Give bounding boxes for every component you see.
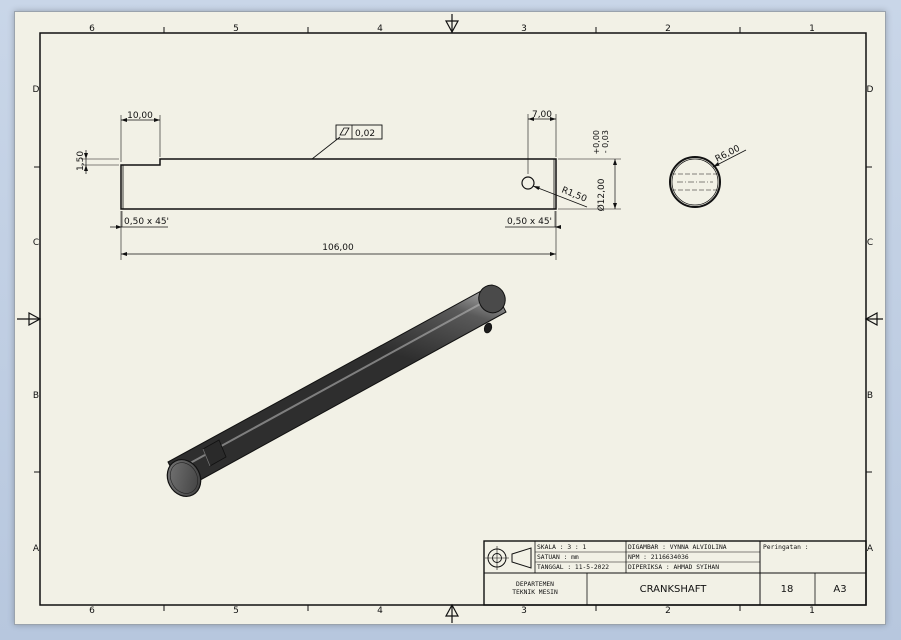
zone-col-2-bottom: 2 [665, 606, 671, 616]
projection-symbol-icon [485, 546, 532, 570]
title-scale: SKALA : 3 : 1 [537, 544, 586, 551]
title-date: TANGGAL : 11-5-2022 [537, 564, 609, 571]
dim-tol-lower: - 0,03 [601, 130, 610, 153]
side-view [81, 114, 621, 260]
title-block [483, 540, 867, 606]
zone-row-b-left: B [33, 391, 39, 401]
zone-col-1-bottom: 1 [809, 606, 815, 616]
zone-row-a-right: A [867, 544, 874, 554]
title-department-2: TEKNIK MESIN [512, 589, 558, 596]
dim-diameter: Ø12,00 [596, 178, 607, 211]
isometric-shaft [166, 284, 507, 497]
zone-col-2-top: 2 [665, 24, 671, 34]
zone-row-a-left: A [33, 544, 40, 554]
zone-row-c-left: C [33, 238, 39, 248]
zone-col-6-bottom: 6 [89, 606, 95, 616]
dim-chamfer-left: 0,50 x 45' [124, 217, 169, 227]
dim-chamfer-right: 0,50 x 45' [507, 217, 552, 227]
dim-hole-offset: 7,00 [532, 110, 552, 120]
zone-col-5-top: 5 [233, 24, 239, 34]
zone-row-c-right: C [867, 238, 873, 248]
flatness-icon [339, 127, 350, 136]
zone-col-6-top: 6 [89, 24, 95, 34]
dim-section-radius: R6,00 [714, 144, 742, 165]
zone-col-4-top: 4 [377, 24, 383, 34]
technical-drawing: 6 5 4 3 2 1 6 5 4 3 2 1 D C B A D C B A [17, 14, 883, 623]
dimension-arrows [84, 117, 617, 256]
shaft-outline [120, 158, 557, 210]
centering-marks [17, 14, 883, 623]
end-section-view [669, 149, 747, 208]
hole-circle [521, 176, 535, 190]
zone-col-1-top: 1 [809, 24, 815, 34]
title-part-name: CRANKSHAFT [640, 584, 708, 595]
title-notes-label: Peringatan : [763, 544, 809, 551]
title-checked-by: DIPERIKSA : AHMAD SYIHAN [628, 564, 719, 571]
dim-step-length: 10,00 [127, 111, 153, 121]
zone-col-3-bottom: 3 [521, 606, 527, 616]
title-department-1: DEPARTEMEN [516, 581, 554, 588]
dim-tol-upper: +0,00 [592, 130, 601, 155]
title-drawn-by: DIGAMBAR : VYNNA ALVIOLINA [628, 544, 727, 551]
title-student-id: NPM : 2116634036 [628, 554, 689, 561]
section-radius-arrow [713, 162, 720, 167]
dim-total-length: 106,00 [322, 243, 354, 253]
zone-row-d-right: D [867, 85, 874, 95]
flatness-callout-box [335, 124, 383, 140]
title-sheet-number: 18 [781, 584, 794, 595]
zone-row-b-right: B [867, 391, 873, 401]
zone-row-d-left: D [33, 85, 40, 95]
dim-flat-depth: 1,50 [76, 151, 86, 171]
zone-col-4-bottom: 4 [377, 606, 383, 616]
drawing-sheet: 6 5 4 3 2 1 6 5 4 3 2 1 D C B A D C B A [14, 11, 886, 625]
zone-col-5-bottom: 5 [233, 606, 239, 616]
zone-col-3-top: 3 [521, 24, 527, 34]
dim-flatness: 0,02 [355, 129, 375, 139]
title-units: SATUAN : mm [537, 554, 579, 561]
title-paper-size: A3 [833, 584, 846, 595]
